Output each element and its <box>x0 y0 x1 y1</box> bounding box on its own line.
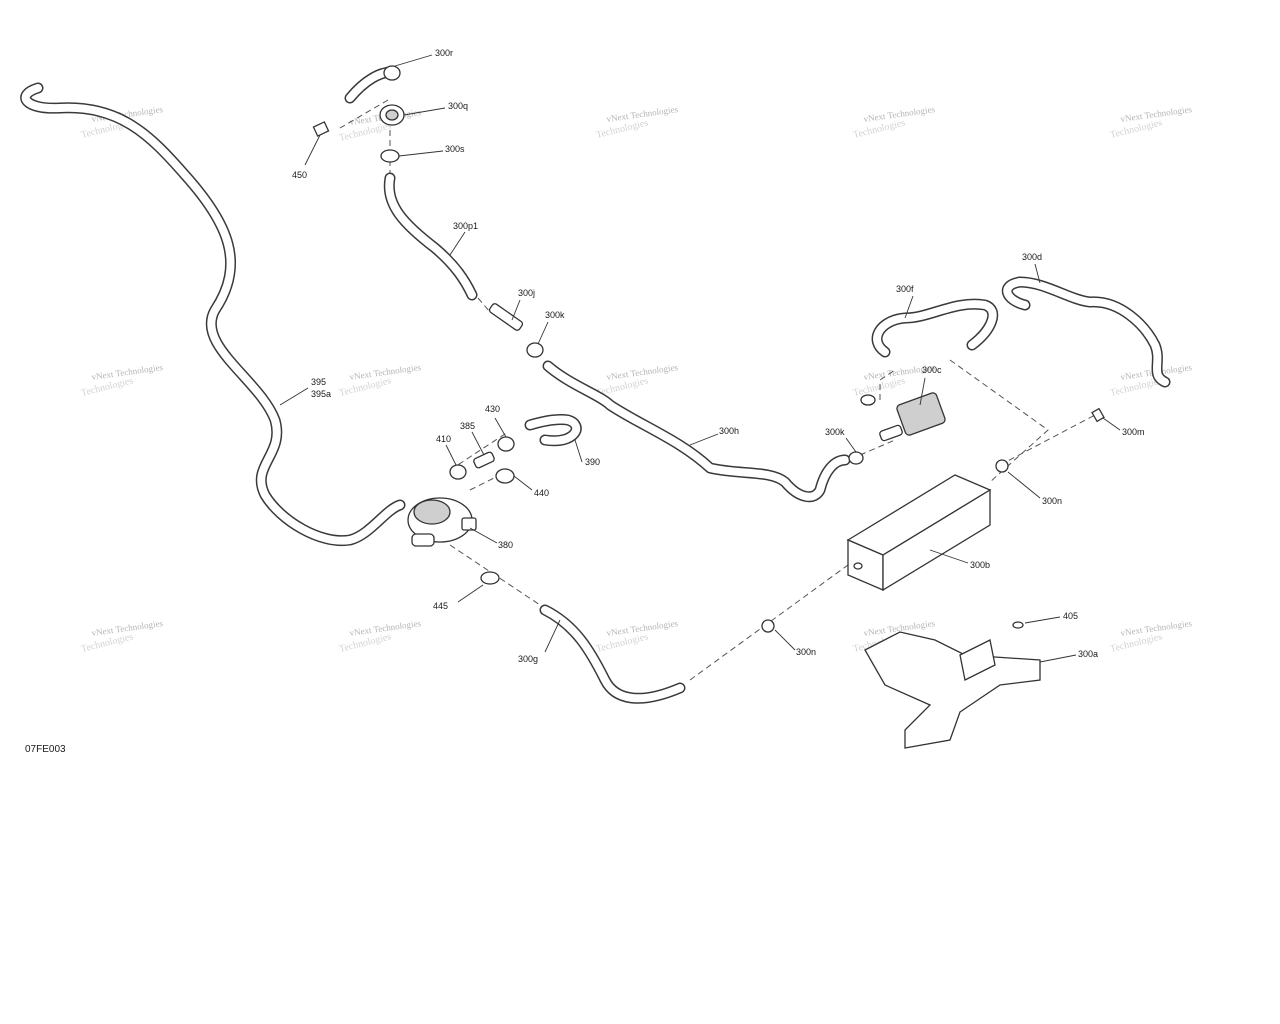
callout-300d: 300d <box>1022 252 1042 262</box>
callout-300n-lower: 300n <box>796 647 816 657</box>
assembly-lines <box>339 99 1096 681</box>
hose-300d <box>1002 276 1171 388</box>
callout-300s: 300s <box>445 144 465 154</box>
callout-300r: 300r <box>435 48 453 58</box>
hose-395 <box>20 82 406 547</box>
part-300k-clamp-b <box>848 451 864 465</box>
part-300c-valve <box>860 392 946 442</box>
callout-300p1: 300p1 <box>453 221 478 231</box>
part-300n-clamp-b <box>761 619 775 633</box>
callout-300f: 300f <box>896 284 914 294</box>
callout-300k-lower: 300k <box>825 427 845 437</box>
part-300s-clamp <box>380 149 400 163</box>
figure-id: 07FE003 <box>25 744 66 755</box>
callout-390: 390 <box>585 457 600 467</box>
part-300r-elbow <box>383 65 401 81</box>
part-300b-canister <box>846 474 992 592</box>
callout-445: 445 <box>433 601 448 611</box>
callout-395a: 395a <box>311 389 331 399</box>
callout-300m: 300m <box>1122 427 1145 437</box>
callout-385: 385 <box>460 421 475 431</box>
callout-410: 410 <box>436 434 451 444</box>
part-450-clip <box>312 121 330 137</box>
callout-405: 405 <box>1063 611 1078 621</box>
part-385-fitting <box>473 451 495 469</box>
callout-300h: 300h <box>719 426 739 436</box>
callout-430: 430 <box>485 404 500 414</box>
part-300j-fitting <box>488 303 524 331</box>
part-430-clamp <box>497 436 515 452</box>
part-300m-clip <box>1091 407 1105 423</box>
part-300q-valve <box>379 104 405 126</box>
part-410-clamp <box>449 464 467 480</box>
callout-300b: 300b <box>970 560 990 570</box>
callout-300q: 300q <box>448 101 468 111</box>
leader-lines <box>279 54 1121 663</box>
callout-450: 450 <box>292 170 307 180</box>
callout-440: 440 <box>534 488 549 498</box>
part-300k-clamp-a <box>526 342 544 358</box>
callout-300c: 300c <box>922 365 942 375</box>
callout-300k-upper: 300k <box>545 310 565 320</box>
part-380-pump <box>407 497 477 547</box>
callout-380: 380 <box>498 540 513 550</box>
callout-395: 395 <box>311 377 326 387</box>
hose-390 <box>524 414 582 447</box>
part-445-clamp <box>480 571 500 585</box>
hose-300h <box>542 360 851 503</box>
callout-300g: 300g <box>518 654 538 664</box>
part-440-clamp <box>495 468 515 484</box>
hose-300f <box>871 298 999 358</box>
callout-labels: 300r 300q 450 300s 300p1 300j 300k 300d … <box>292 48 1145 664</box>
callout-300a: 300a <box>1078 649 1098 659</box>
callout-300j: 300j <box>518 288 535 298</box>
part-300n-clamp-a <box>995 459 1009 473</box>
hose-300p1 <box>383 172 478 301</box>
part-300a-bracket <box>864 621 1041 749</box>
callout-300n-right: 300n <box>1042 496 1062 506</box>
hose-300g <box>539 604 686 704</box>
